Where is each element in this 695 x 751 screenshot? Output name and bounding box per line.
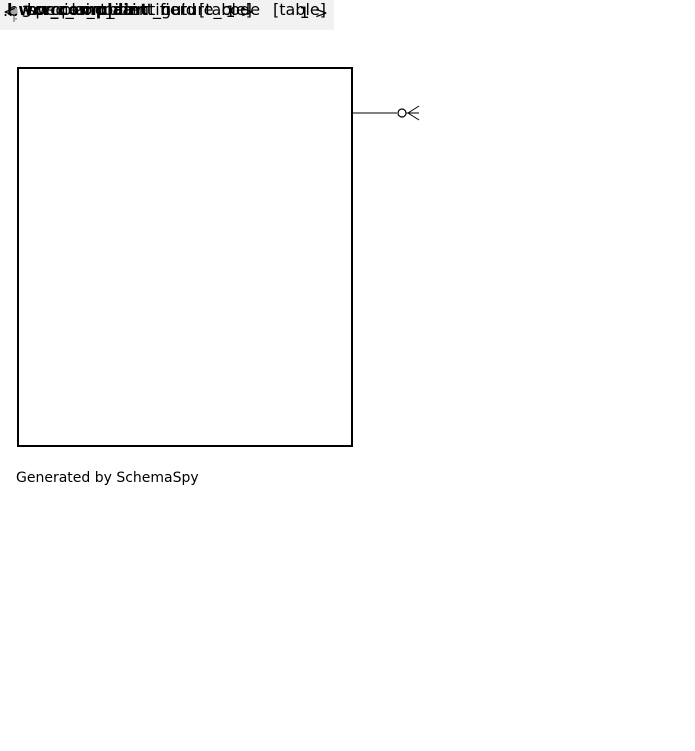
table-type-label: [table] — [198, 0, 252, 19]
column-name-cell: update_utc_timestamp — [0, 0, 212, 589]
column-type-cell: bool[1] — [0, 0, 122, 676]
ellipsis-cell: ... — [0, 1, 260, 172]
footer-left-cell: < 3 — [0, 2, 122, 195]
incoming-count: < 3 — [3, 2, 32, 21]
generated-by-footer: Generated by SchemaSpy — [16, 470, 199, 486]
table-type-label: [table] — [272, 0, 326, 19]
crowfoot-bottom — [407, 112, 420, 121]
relationship-connector — [352, 105, 420, 121]
column-name-cell: legacy_code — [0, 0, 212, 353]
hwcr-complaint-table: hwcr_complaint [table]hwcr_complaint_guid… — [0, 0, 260, 241]
crowfoot-top — [407, 105, 420, 114]
column-name-cell: hwcr_complaint_nature_code — [0, 0, 260, 148]
column-name-cell: species_code — [0, 0, 260, 118]
zero-cardinality-circle — [397, 108, 407, 118]
column-type-cell: varchar[32] — [0, 0, 122, 560]
column-name-cell: create_utc_timestamp — [0, 0, 212, 471]
column-name-cell: create_user_id — [0, 0, 212, 412]
footer-left-cell: < 0 — [0, 3, 112, 701]
outgoing-count: 1 > — [225, 2, 254, 21]
footer-middle-cell — [0, 701, 100, 726]
column-name: hwcr_complaint_guid — [27, 0, 196, 19]
column-name-cell: update_user_id — [0, 0, 212, 530]
column-type-cell: varchar[10] — [0, 0, 122, 382]
column-name-cell: hwcr_complaint_guid — [0, 0, 260, 59]
footer-middle-cell — [0, 195, 62, 218]
column-type-cell: bool[1] — [0, 0, 122, 324]
column-name: complaint_identifier — [27, 0, 187, 19]
table-title: hwcr_complaint — [7, 0, 148, 19]
column-name: hwcr_complaint_nature_code — [27, 0, 261, 19]
column-name-cell: large_carnivore_ind — [0, 0, 212, 647]
column-type-cell: varchar[32] — [0, 0, 122, 442]
column-type-cell: timestamp[29,6] — [0, 0, 137, 618]
column-name: species_code — [27, 0, 134, 19]
more-columns-ellipsis: ... — [3, 1, 19, 20]
outgoing-count: 1 > — [299, 3, 328, 22]
column-name-cell: active_ind — [0, 0, 212, 295]
table-header: hwcr_complaint [table] — [0, 0, 260, 30]
column-name-cell: complaint_identifier — [0, 0, 260, 89]
footer-right-cell: 1 > — [0, 3, 328, 751]
footer-right-cell: 1 > — [0, 2, 254, 241]
foreign-key-icon — [10, 7, 18, 22]
